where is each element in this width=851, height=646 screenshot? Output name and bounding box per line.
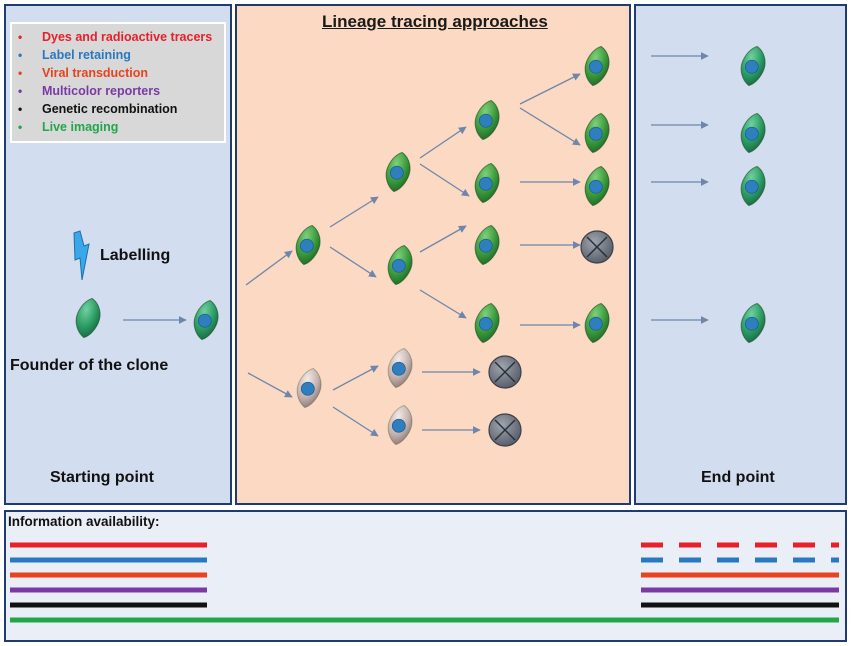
arrow xyxy=(419,163,470,197)
arrow xyxy=(245,250,293,286)
legend-label: Live imaging xyxy=(42,120,119,134)
information-availability-label: Information availability: xyxy=(8,514,160,529)
labelling-label: Labelling xyxy=(100,247,171,264)
arrow xyxy=(329,196,379,228)
labelled-cell xyxy=(737,110,769,156)
starting-point-label: Starting point xyxy=(50,469,154,486)
founder-label: Founder of the clone xyxy=(10,357,169,374)
lightning-icon xyxy=(73,230,90,281)
labelled-cell xyxy=(384,242,416,288)
labelled-cell xyxy=(581,110,613,156)
nucleus xyxy=(300,381,315,396)
nucleus xyxy=(478,316,493,331)
nucleus xyxy=(744,59,759,74)
labelled-cell xyxy=(471,222,503,268)
unlabelled-cell xyxy=(384,345,416,391)
legend-item-multicolor: • Multicolor reporters xyxy=(18,84,160,98)
nucleus xyxy=(744,126,759,141)
cells-group xyxy=(72,43,769,448)
labelled-cell xyxy=(581,300,613,346)
labelled-cell xyxy=(471,300,503,346)
unlabelled-cell xyxy=(384,402,416,448)
labelled-cell xyxy=(292,222,324,268)
legend-bullet: • xyxy=(18,120,23,134)
unlabelled-cell xyxy=(293,365,325,411)
legend-label: Dyes and radioactive tracers xyxy=(42,30,213,44)
arrow xyxy=(519,107,581,146)
legend-bullet: • xyxy=(18,30,23,44)
availability-bars-group xyxy=(10,542,839,623)
nucleus xyxy=(478,238,493,253)
arrow xyxy=(332,365,379,391)
nucleus xyxy=(391,418,406,433)
nucleus xyxy=(588,126,603,141)
arrow xyxy=(419,225,467,253)
legend-item-dyes: • Dyes and radioactive tracers xyxy=(18,30,212,44)
nucleus xyxy=(391,258,406,273)
dead-cell-icon xyxy=(488,413,522,447)
arrow xyxy=(419,126,467,159)
dead-cell-icon xyxy=(580,230,614,264)
method-legend: • Dyes and radioactive tracers • Label ret… xyxy=(10,22,226,143)
labelled-cell xyxy=(737,300,769,346)
nucleus xyxy=(744,179,759,194)
nucleus xyxy=(478,113,493,128)
labelled-cell xyxy=(471,97,503,143)
labelled-cell xyxy=(737,43,769,89)
end-point-panel xyxy=(634,4,847,505)
end-point-label: End point xyxy=(701,469,775,486)
arrow xyxy=(519,73,581,105)
nucleus xyxy=(391,361,406,376)
labelled-cell xyxy=(72,295,104,341)
labelled-cell xyxy=(471,160,503,206)
arrow xyxy=(419,289,467,319)
nucleus xyxy=(744,316,759,331)
legend-label: Viral transduction xyxy=(42,66,149,80)
legend-item-viral: • Viral transduction xyxy=(18,66,148,80)
legend-bullet: • xyxy=(18,102,23,116)
legend-label: Label retaining xyxy=(42,48,131,62)
labelled-cell xyxy=(190,297,222,343)
legend-label: Multicolor reporters xyxy=(42,84,161,98)
arrows-group xyxy=(123,52,709,437)
arrow xyxy=(247,372,293,398)
legend-bullet: • xyxy=(18,66,23,80)
nucleus xyxy=(588,59,603,74)
legend-label: Genetic recombination xyxy=(42,102,178,116)
arrow xyxy=(329,246,377,278)
labelled-cell xyxy=(581,163,613,209)
legend-bullet: • xyxy=(18,48,23,62)
nucleus xyxy=(389,165,404,180)
legend-bullet: • xyxy=(18,84,23,98)
legend-item-genetic: • Genetic recombination xyxy=(18,102,177,116)
nucleus xyxy=(478,176,493,191)
dead-cell-icon xyxy=(488,355,522,389)
legend-item-label-retaining: • Label retaining xyxy=(18,48,131,62)
legend-item-live-imaging: • Live imaging xyxy=(18,120,118,134)
nucleus xyxy=(588,316,603,331)
labelled-cell xyxy=(581,43,613,89)
page-title: Lineage tracing approaches xyxy=(322,12,548,31)
arrow xyxy=(332,406,379,437)
labelled-cell xyxy=(382,149,414,195)
nucleus xyxy=(588,179,603,194)
nucleus xyxy=(197,313,212,328)
nucleus xyxy=(299,238,314,253)
labelled-cell xyxy=(737,163,769,209)
